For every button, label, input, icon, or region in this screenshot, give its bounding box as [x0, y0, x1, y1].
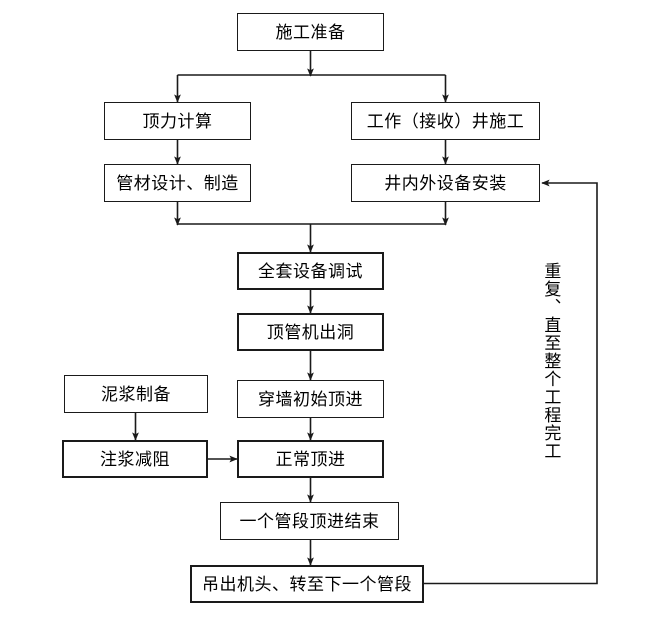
node-wall-penetration-initial-jacking[interactable]: 穿墙初始顶进	[237, 380, 384, 418]
node-jacking-force-calculation[interactable]: 顶力计算	[104, 102, 251, 140]
node-pipe-design-manufacture[interactable]: 管材设计、制造	[104, 164, 251, 202]
node-grouting-friction-reduction[interactable]: 注浆减阻	[62, 440, 208, 478]
node-pipe-jacking-machine-launch[interactable]: 顶管机出洞	[237, 313, 384, 351]
node-working-receiving-shaft-construction[interactable]: 工作（接收）井施工	[351, 102, 540, 140]
node-full-equipment-commissioning[interactable]: 全套设备调试	[237, 252, 384, 290]
node-shaft-equipment-installation[interactable]: 井内外设备安装	[351, 164, 540, 202]
node-normal-jacking[interactable]: 正常顶进	[237, 440, 384, 478]
feedback-loop-label: 重复、直至整个工程完工	[541, 262, 561, 460]
node-construction-preparation[interactable]: 施工准备	[237, 13, 384, 51]
node-segment-jacking-complete[interactable]: 一个管段顶进结束	[220, 502, 399, 540]
node-hoist-machine-head-next-segment[interactable]: 吊出机头、转至下一个管段	[190, 565, 424, 603]
node-slurry-preparation[interactable]: 泥浆制备	[64, 375, 208, 413]
edge-feedback-loop	[424, 179, 598, 585]
